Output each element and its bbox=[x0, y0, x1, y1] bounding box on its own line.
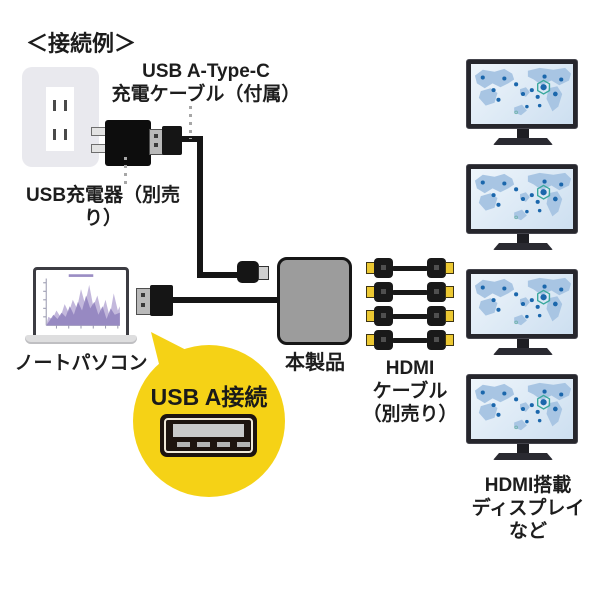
display-stand bbox=[517, 339, 529, 348]
laptop-icon bbox=[25, 267, 137, 346]
hdmi-display-icon bbox=[466, 59, 580, 145]
leader-line bbox=[189, 106, 192, 139]
display-screen bbox=[471, 64, 573, 124]
usb-a-plug-body bbox=[150, 285, 173, 316]
usb-a-port-icon bbox=[160, 414, 257, 457]
world-map bbox=[474, 67, 572, 116]
hdmi-display-icon bbox=[466, 164, 580, 250]
display-base bbox=[493, 243, 553, 250]
hdmi-cable-label: HDMI ケーブル （別売り） bbox=[362, 358, 458, 425]
display-stand bbox=[517, 234, 529, 243]
hdmi-cable-icon bbox=[366, 305, 454, 327]
hdmi-display-icon bbox=[466, 269, 580, 355]
laptop-label: ノートパソコン bbox=[14, 353, 148, 374]
usb-cable bbox=[172, 297, 278, 303]
hdmi-cables bbox=[366, 257, 454, 351]
hdmi-cable-icon bbox=[366, 257, 454, 279]
charger-label: USB充電器（別売り） bbox=[25, 185, 181, 229]
display-screen bbox=[471, 274, 573, 334]
bubble-label: USB A接続 bbox=[150, 384, 268, 410]
charge-cable bbox=[197, 272, 239, 278]
hdmi-cable-icon bbox=[366, 329, 454, 351]
hdmi-cable-icon bbox=[366, 281, 454, 303]
product-hub-icon bbox=[277, 257, 352, 345]
display-column bbox=[466, 59, 580, 460]
wall-outlet-icon bbox=[22, 67, 99, 167]
display-base bbox=[493, 453, 553, 460]
charge-cable bbox=[197, 136, 203, 278]
display-stand bbox=[517, 444, 529, 453]
usb-charger-icon bbox=[105, 120, 151, 166]
laptop-base bbox=[25, 335, 137, 344]
outlet-faceplate bbox=[46, 87, 74, 151]
laptop-screen bbox=[33, 267, 129, 339]
world-map bbox=[474, 277, 572, 326]
charge-cable bbox=[181, 136, 203, 142]
laptop-chart bbox=[43, 274, 120, 329]
leader-line bbox=[124, 157, 127, 185]
charge-cable-label: USB A-Type-C 充電ケーブル（付属） bbox=[111, 61, 301, 105]
display-stand bbox=[517, 129, 529, 138]
world-map bbox=[474, 382, 572, 431]
product-label: 本製品 bbox=[285, 352, 345, 374]
display-base bbox=[493, 348, 553, 355]
hdmi-display-icon bbox=[466, 374, 580, 460]
displays-label: HDMI搭載 ディスプレイ など bbox=[471, 475, 585, 542]
usb-c-plug-tip bbox=[258, 266, 269, 280]
diagram-title: ＜接続例＞ bbox=[26, 31, 137, 56]
usb-c-plug-icon bbox=[237, 261, 259, 283]
usb-a-plug-body bbox=[162, 126, 182, 155]
display-screen bbox=[471, 169, 573, 229]
display-base bbox=[493, 138, 553, 145]
display-screen bbox=[471, 379, 573, 439]
world-map bbox=[474, 172, 572, 221]
